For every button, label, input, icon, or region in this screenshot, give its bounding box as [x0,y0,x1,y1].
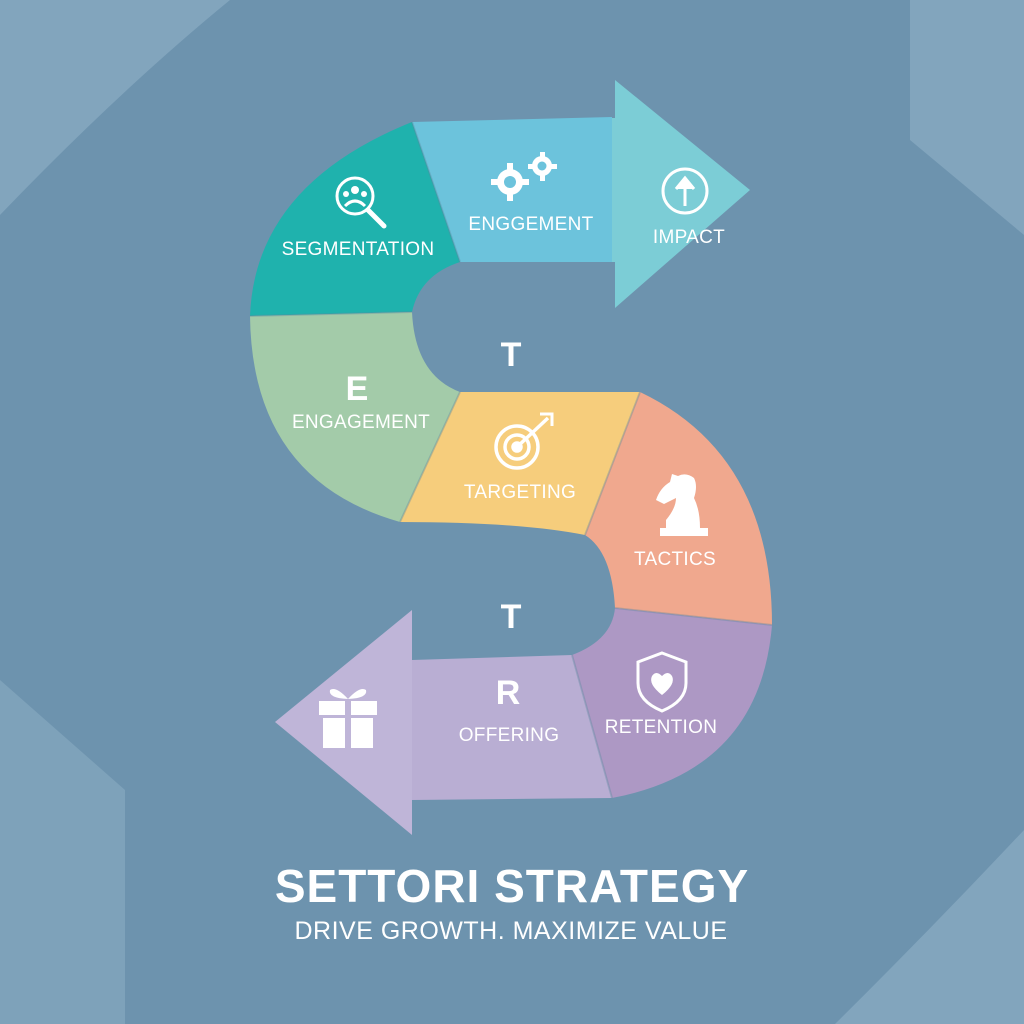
label-enggement: ENGGEMENT [468,214,593,235]
label-tactics: TACTICS [634,549,716,570]
segment-targeting [400,392,640,535]
label-retention: RETENTION [605,717,717,738]
label-impact: IMPACT [653,227,725,248]
label-engagement: ENGAGEMENT [292,412,430,433]
gears-icon [491,152,557,201]
s-flow [249,80,773,835]
page-title: SETTORI STRATEGY [275,860,749,912]
segment-impact [600,80,750,308]
letter-r: R [496,674,521,712]
label-offering: OFFERING [459,725,560,746]
label-targeting: TARGETING [464,482,576,503]
page-subtitle: DRIVE GROWTH. MAXIMIZE VALUE [294,917,727,945]
arrow-up-circle-icon [661,167,709,215]
chess-knight-icon [656,474,708,536]
segment-engagement-left [250,312,460,522]
label-segmentation: SEGMENTATION [282,239,435,260]
letter-e: E [346,370,369,408]
segment-segmentation [250,122,460,316]
segment-offering [412,655,612,800]
target-icon [494,412,554,470]
segment-retention [572,608,772,798]
letter-t-lower: T [501,598,522,636]
shield-heart-icon [636,651,688,713]
people-search-icon [335,176,387,229]
gift-icon [319,689,377,748]
letter-t-upper: T [501,336,522,374]
